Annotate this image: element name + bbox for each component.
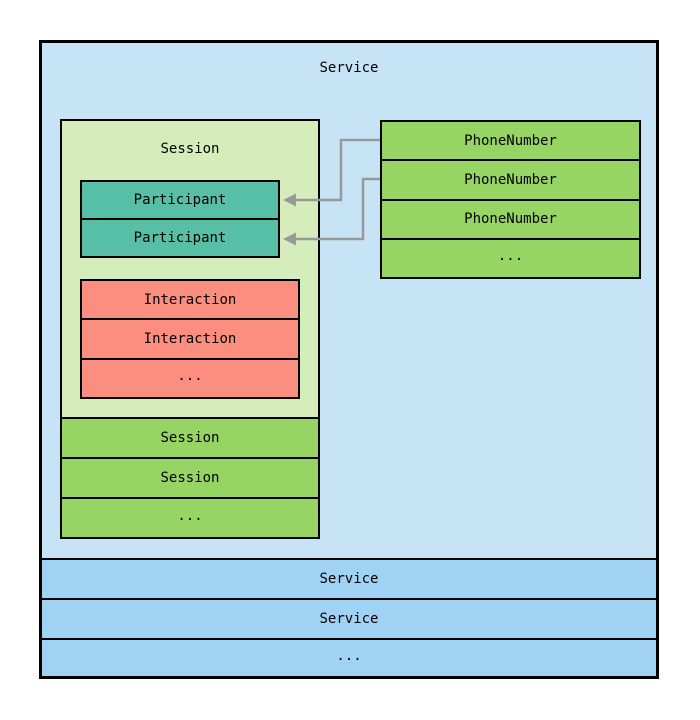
service-rows: Service Service ... — [42, 558, 656, 676]
participant-label: Participant — [133, 192, 227, 208]
participant-box: Participant — [82, 182, 278, 218]
phone-number-stack: PhoneNumber PhoneNumber PhoneNumber ... — [380, 120, 641, 279]
phone-number-label: PhoneNumber — [464, 171, 557, 188]
service-collapsed-box: Service — [42, 558, 656, 598]
session-collapsed-box: Session — [62, 417, 318, 457]
participant-label: Participant — [133, 230, 227, 246]
phone-number-ellipsis: ... — [497, 248, 524, 265]
participant-box: Participant — [82, 218, 278, 256]
service-ellipsis: ... — [336, 648, 362, 664]
service-collapsed-box: Service — [42, 598, 656, 638]
session-stack: Session Participant Participant Interact… — [60, 119, 320, 539]
service-row-label: Service — [319, 571, 379, 587]
phone-number-ellipsis-box: ... — [382, 237, 639, 277]
phone-number-box: PhoneNumber — [382, 198, 639, 238]
session-row-label: Session — [160, 470, 220, 486]
interaction-label: Interaction — [143, 291, 237, 308]
service-expanded-box: Service Session Participant Participant … — [39, 40, 659, 679]
session-ellipsis-box: ... — [62, 497, 318, 537]
phone-number-label: PhoneNumber — [464, 132, 557, 149]
session-row-label: Session — [160, 430, 220, 446]
interaction-ellipsis: ... — [177, 368, 203, 385]
interaction-box: Interaction — [82, 318, 298, 357]
session-expanded-box: Session Participant Participant Interact… — [62, 121, 318, 417]
session-label: Session — [160, 141, 220, 157]
service-ellipsis-box: ... — [42, 638, 656, 676]
service-row-label: Service — [319, 611, 379, 627]
interaction-ellipsis-box: ... — [82, 357, 298, 397]
participant-stack: Participant Participant — [80, 180, 280, 258]
phone-number-box: PhoneNumber — [382, 159, 639, 198]
session-collapsed-box: Session — [62, 457, 318, 497]
interaction-box: Interaction — [82, 281, 298, 318]
service-label: Service — [319, 60, 379, 76]
phone-number-box: PhoneNumber — [382, 122, 639, 159]
interaction-stack: Interaction Interaction ... — [80, 279, 300, 399]
interaction-label: Interaction — [143, 330, 237, 347]
phone-number-label: PhoneNumber — [464, 211, 557, 228]
session-ellipsis: ... — [177, 508, 203, 524]
